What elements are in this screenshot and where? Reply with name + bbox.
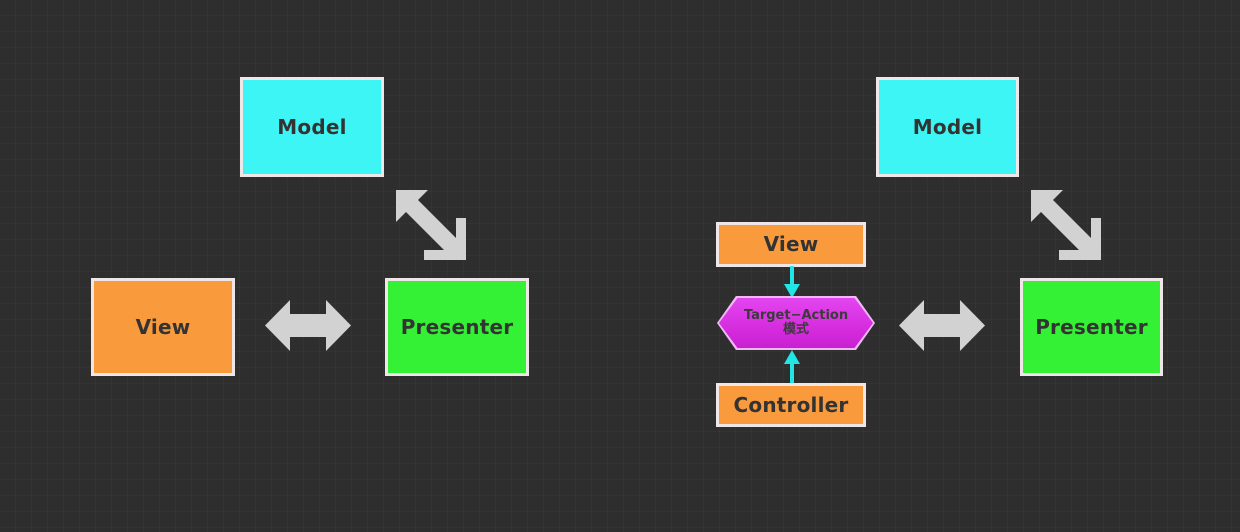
right-diagonal-bidirectional-arrow	[1031, 190, 1101, 260]
left-view-label: View	[135, 314, 191, 339]
left-model-label: Model	[277, 114, 347, 139]
left-diagonal-bidirectional-arrow	[396, 190, 466, 260]
view-to-hexagon-arrow	[784, 266, 800, 298]
hexagon-label-line1: Target−Action	[743, 308, 849, 324]
right-presenter-label: Presenter	[1035, 314, 1148, 339]
left-presenter-node[interactable]: Presenter	[385, 278, 529, 376]
right-model-node[interactable]: Model	[876, 77, 1019, 177]
right-horizontal-bidirectional-arrow	[899, 300, 985, 351]
left-model-node[interactable]: Model	[240, 77, 384, 177]
target-action-hexagon[interactable]: Target−Action 模式	[719, 298, 873, 348]
controller-to-hexagon-arrow	[784, 350, 800, 383]
right-presenter-node[interactable]: Presenter	[1020, 278, 1163, 376]
center-view-label: View	[763, 232, 819, 256]
hexagon-label-line2: 模式	[782, 322, 809, 337]
right-model-label: Model	[912, 114, 983, 139]
center-controller-node[interactable]: Controller	[716, 383, 866, 427]
center-controller-label: Controller	[733, 392, 849, 417]
left-presenter-label: Presenter	[400, 314, 514, 339]
left-view-node[interactable]: View	[91, 278, 235, 376]
center-view-node[interactable]: View	[716, 222, 866, 267]
left-horizontal-bidirectional-arrow	[265, 300, 351, 351]
